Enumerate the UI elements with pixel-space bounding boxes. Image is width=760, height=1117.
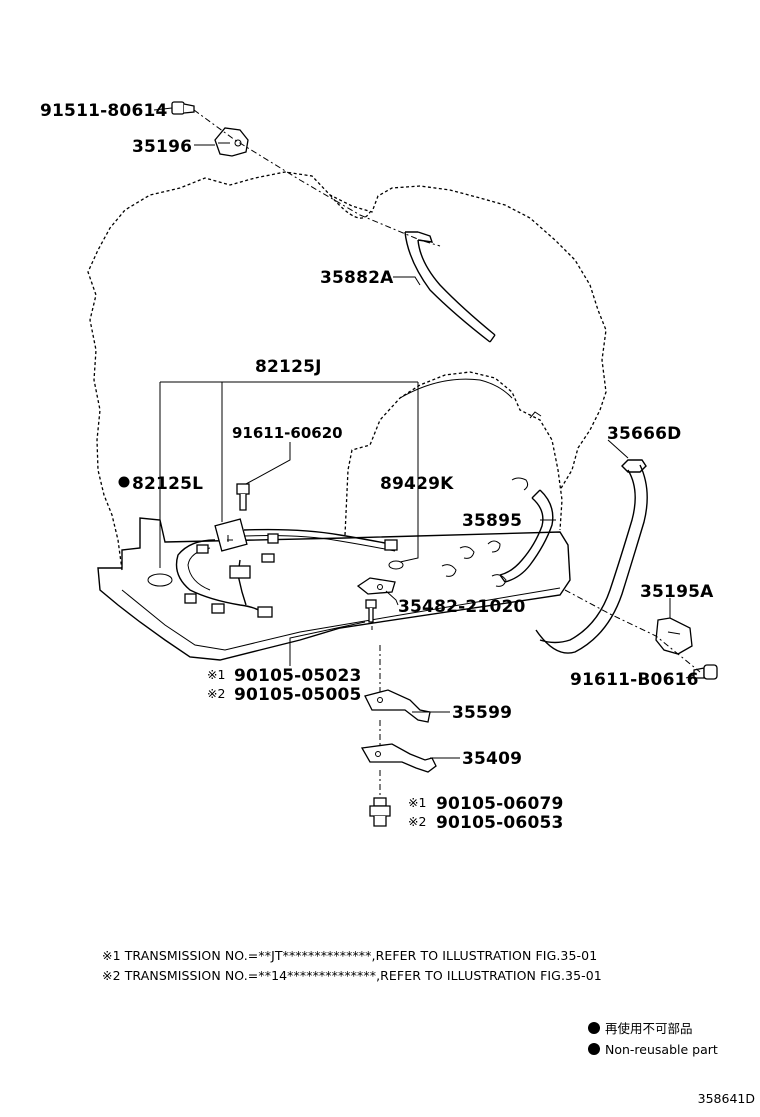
label-35196[interactable]: 35196	[132, 137, 192, 157]
legend-bullet-jp	[588, 1022, 600, 1034]
label-35482-21020[interactable]: 35482-21020	[398, 597, 526, 617]
tube-35895-edge	[499, 497, 544, 576]
label-82125J[interactable]: 82125J	[255, 357, 322, 377]
tube-35895-end	[499, 489, 541, 583]
label-90105-06053[interactable]: 90105-06053	[436, 813, 564, 833]
label-35195A[interactable]: 35195A	[640, 582, 714, 602]
label-35666D[interactable]: 35666D	[607, 424, 681, 444]
oil-pan-outline	[97, 517, 571, 661]
footnotes: ※1 TRANSMISSION NO.=**JT**************,R…	[102, 948, 602, 983]
transmission-bellhousing	[329, 194, 371, 219]
legend: 再使用不可部品 Non-reusable part	[588, 1021, 718, 1057]
oil-pan-flange	[121, 587, 561, 651]
bolt-pan	[365, 599, 377, 623]
label-90105-05023[interactable]: 90105-05023	[234, 666, 362, 686]
label-89429K[interactable]: 89429K	[380, 474, 454, 494]
mark-2-upper: ※2	[207, 686, 225, 701]
mark-2-lower: ※2	[408, 814, 426, 829]
bracket-35409	[360, 743, 437, 773]
legend-bullet-en	[588, 1043, 600, 1055]
transmission-detail-line-2	[529, 411, 542, 419]
non-reusable-mark-82125L	[118, 476, 130, 488]
assembly-line-top	[193, 109, 441, 247]
tube-35882A	[404, 231, 491, 343]
legend-text-en: Non-reusable part	[605, 1042, 718, 1057]
hose-35666D-edge	[535, 464, 648, 654]
transmission-detail-line	[399, 378, 513, 399]
label-91611-B0616[interactable]: 91611-B0616	[570, 670, 699, 690]
hose-35666D-end	[621, 459, 647, 473]
hose-clamps	[441, 477, 529, 587]
label-35599[interactable]: 35599	[452, 703, 512, 723]
label-35895[interactable]: 35895	[462, 511, 522, 531]
legend-text-jp: 再使用不可部品	[605, 1021, 693, 1036]
transmission-case-outline	[87, 171, 607, 571]
footnote-2: ※2 TRANSMISSION NO.=**14**************,R…	[102, 968, 602, 983]
tube-35895	[504, 489, 554, 583]
label-35882A[interactable]: 35882A	[320, 268, 394, 288]
wire-harness-82125J	[175, 518, 398, 618]
bolt-90105-06079	[369, 797, 391, 827]
label-90105-05005[interactable]: 90105-05005	[234, 685, 362, 705]
tube-35882A-edge	[417, 239, 496, 336]
label-90105-06079[interactable]: 90105-06079	[436, 794, 564, 814]
label-82125L[interactable]: 82125L	[132, 474, 203, 494]
part-labels: 91511-80614 35196 35882A 82125J 91611-60…	[40, 101, 714, 833]
bolt-91611-60620	[236, 483, 250, 511]
clamp-35195A	[655, 617, 693, 655]
label-91511-80614[interactable]: 91511-80614	[40, 101, 168, 121]
bracket-35599	[364, 689, 431, 723]
transmission-inner-contour	[344, 371, 563, 536]
clamp-35196	[214, 127, 249, 157]
illustration-code: 358641D	[698, 1091, 755, 1106]
tube-35882A-end	[417, 231, 496, 343]
oil-pan-oring	[147, 573, 173, 587]
leader-lines	[153, 107, 695, 759]
mark-1-lower: ※1	[408, 795, 426, 810]
label-91611-60620[interactable]: 91611-60620	[232, 424, 343, 442]
label-35409[interactable]: 35409	[462, 749, 522, 769]
mark-1-upper: ※1	[207, 667, 225, 682]
footnote-1: ※1 TRANSMISSION NO.=**JT**************,R…	[102, 948, 597, 963]
bracket-35482-21020	[356, 577, 396, 595]
oring-89429K	[388, 560, 404, 570]
hose-35666D	[539, 469, 636, 644]
bolt-91511-80614	[171, 101, 195, 115]
assembly-line-right	[564, 589, 701, 673]
